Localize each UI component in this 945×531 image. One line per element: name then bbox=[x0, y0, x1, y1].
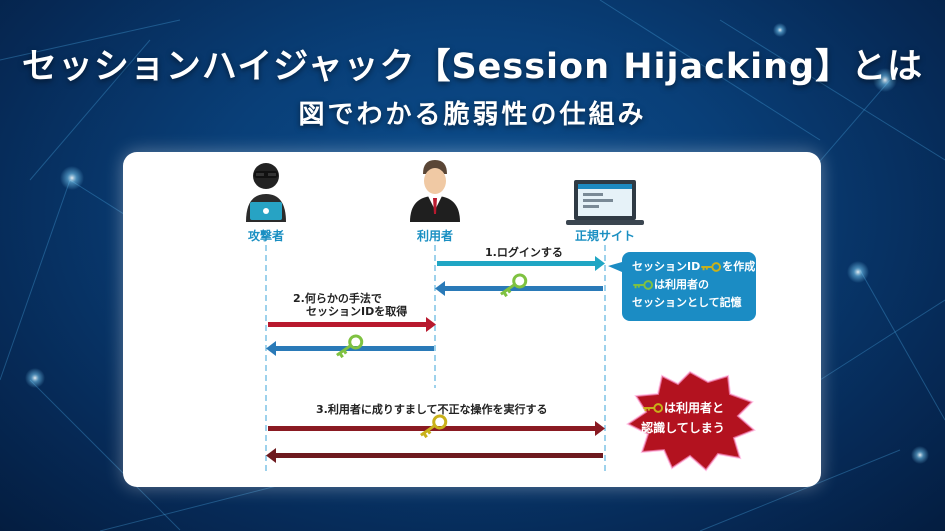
note-line3: セッションとして記憶 bbox=[632, 296, 742, 309]
note-line1-a: セッションID bbox=[632, 260, 701, 273]
attacker-label: 攻撃者 bbox=[247, 229, 284, 243]
key-icon bbox=[495, 271, 530, 301]
step1-label: 1.ログインする bbox=[485, 246, 563, 259]
user-label: 利用者 bbox=[416, 229, 453, 243]
note-tail bbox=[608, 262, 622, 272]
session-return-arrow bbox=[435, 281, 603, 296]
impersonation-return-arrow bbox=[266, 448, 603, 463]
login-arrow bbox=[437, 256, 605, 271]
user-icon bbox=[410, 160, 460, 222]
note-line1-b: を作成 bbox=[722, 260, 756, 273]
site-label: 正規サイト bbox=[574, 229, 635, 243]
note-line2: は利用者の bbox=[654, 278, 709, 291]
steal-arrow bbox=[268, 317, 436, 332]
attacker-icon bbox=[246, 163, 286, 222]
key-icon bbox=[642, 403, 664, 413]
step2-label-line1: 2.何らかの手法で bbox=[293, 292, 382, 305]
page-subtitle: 図でわかる脆弱性の仕組み bbox=[298, 100, 647, 130]
alert-line1: は利用者と bbox=[663, 401, 724, 415]
key-icon bbox=[700, 262, 722, 272]
alert-line2: 認識してしまう bbox=[641, 421, 725, 435]
alert-text: は利用者と 認識してしまう bbox=[628, 398, 738, 438]
monitor-icon bbox=[566, 180, 644, 225]
session-note: セッションID を作成 は利用者の セッションとして記憶 bbox=[622, 252, 756, 321]
page-title: セッションハイジャック【Session Hijacking】とは bbox=[21, 47, 924, 87]
alert-burst bbox=[626, 370, 756, 472]
step2-label-line2: セッションIDを取得 bbox=[306, 305, 408, 318]
key-icon bbox=[632, 280, 654, 290]
step3-label: 3.利用者に成りすまして不正な操作を実行する bbox=[316, 403, 548, 416]
